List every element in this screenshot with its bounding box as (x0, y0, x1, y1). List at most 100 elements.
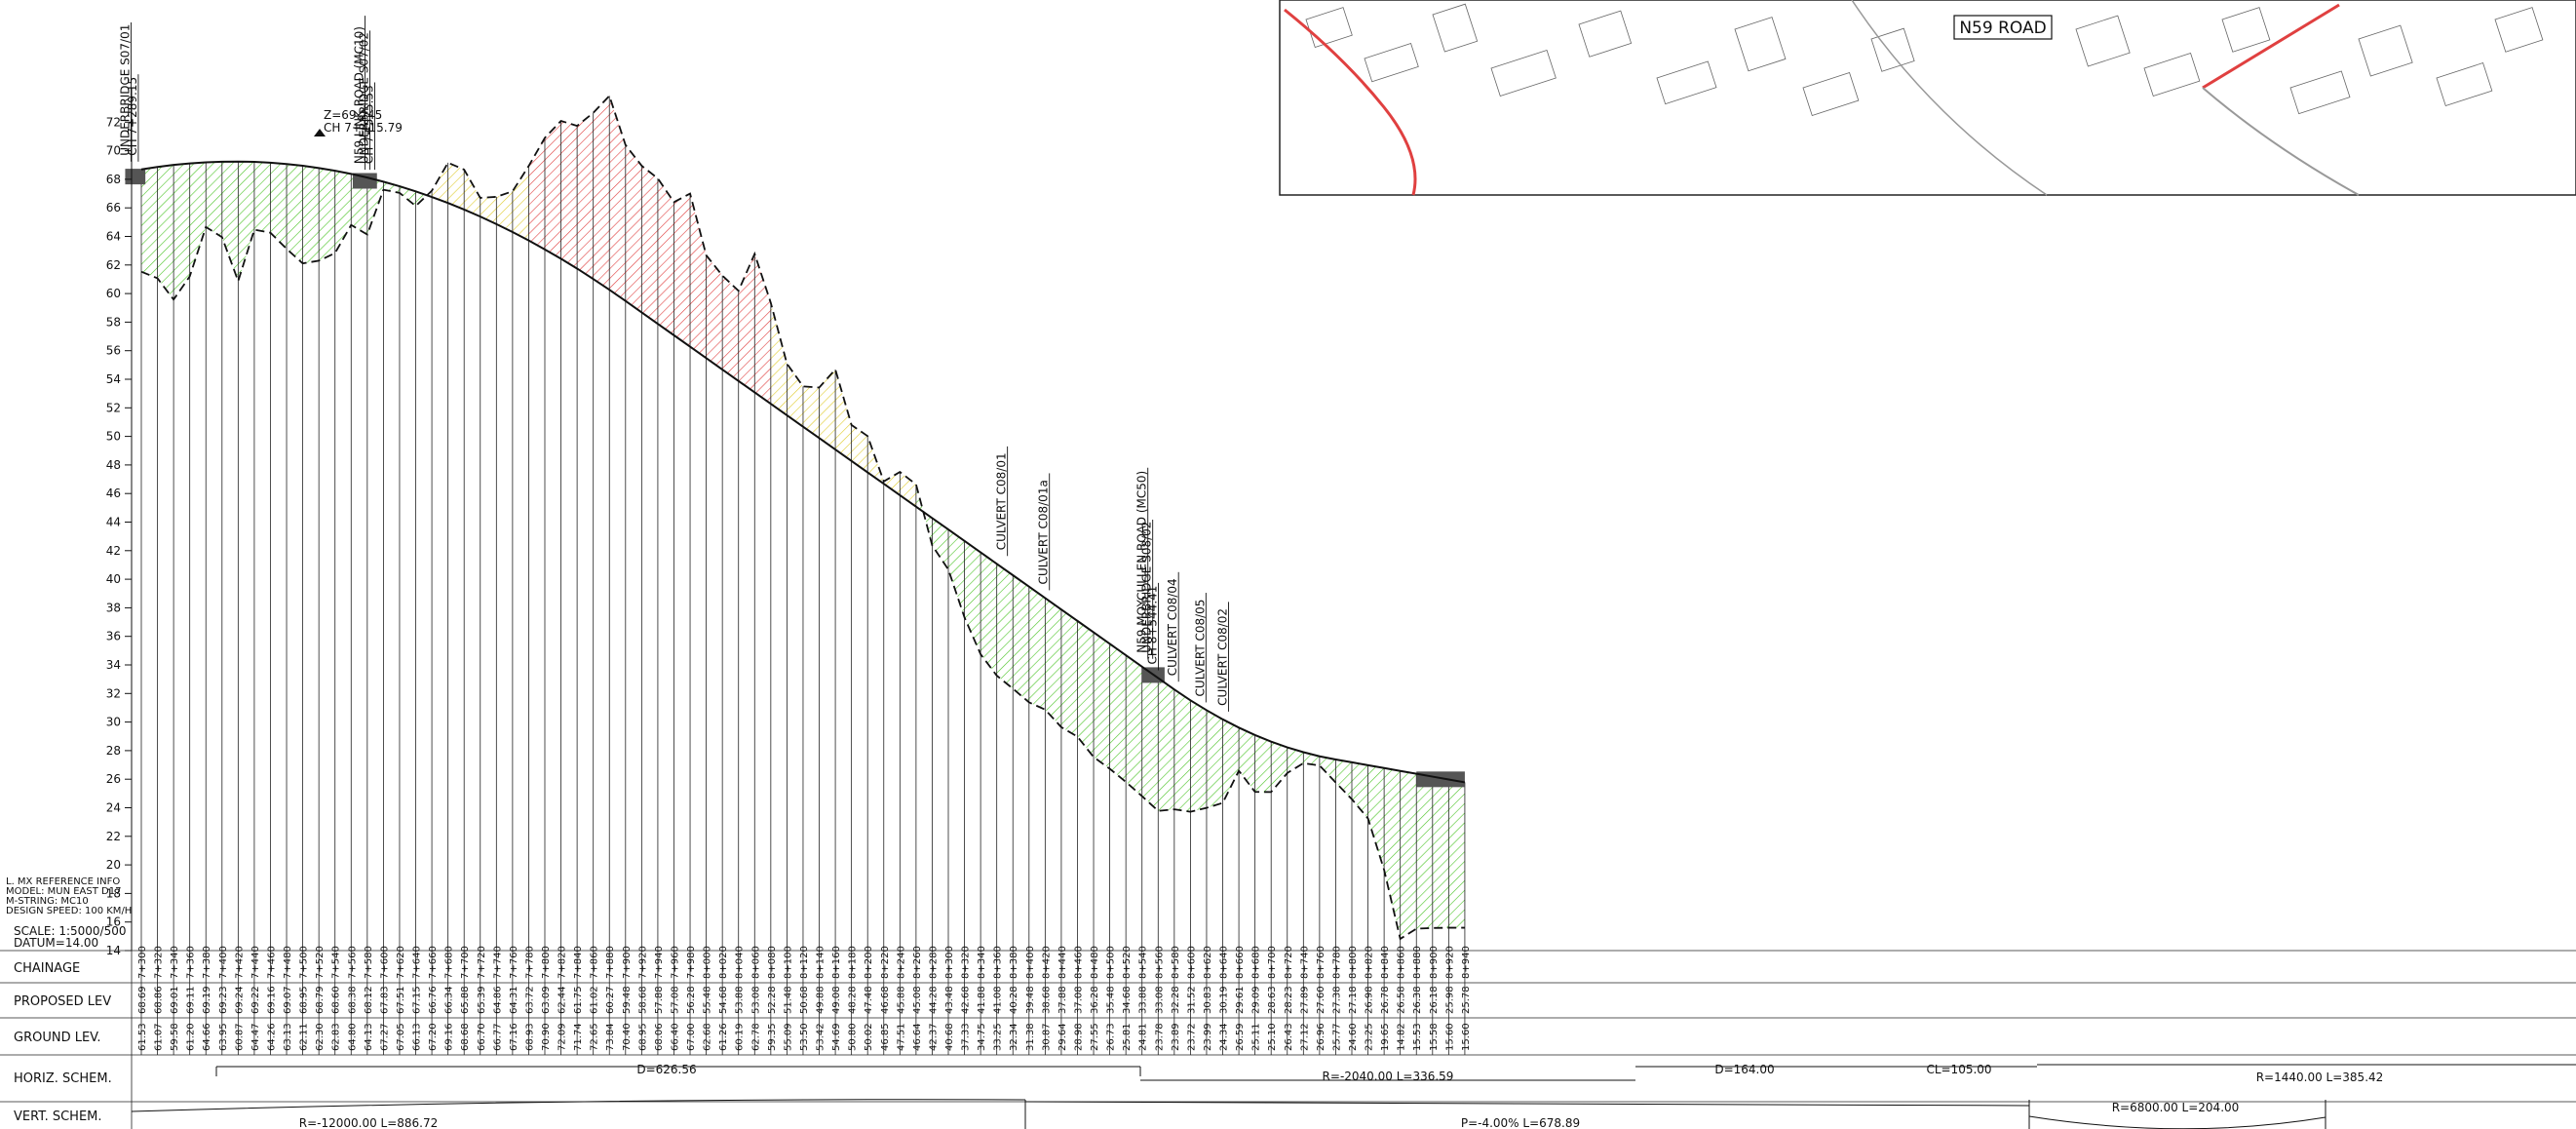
earthwork-segment (1126, 655, 1142, 797)
earthwork-segment (1206, 710, 1223, 808)
proposed-level-cell: 64.86 (492, 986, 503, 1014)
chainage-cell: 7+820 (557, 946, 568, 979)
ground-level-cell: 25.11 (1251, 1023, 1262, 1051)
chainage-cell: 8+560 (1154, 946, 1165, 979)
proposed-level-cell: 68.38 (347, 986, 358, 1014)
proposed-level-cell: 53.08 (750, 986, 761, 1014)
road-label: N59 ROAD (1959, 19, 2046, 38)
ground-level-cell: 34.75 (977, 1023, 987, 1051)
earthwork-segment (270, 162, 288, 250)
level-tick-label: 42 (106, 544, 121, 558)
ground-level-cell: 64.80 (347, 1023, 358, 1051)
proposed-level-cell: 28.63 (1267, 986, 1278, 1014)
earthwork-segment (657, 178, 674, 335)
ground-level-cell: 37.33 (961, 1023, 972, 1051)
proposed-level-cell: 53.88 (735, 986, 746, 1014)
proposed-level-cell: 27.89 (1299, 986, 1310, 1014)
proposed-level-cell: 60.27 (605, 986, 616, 1014)
level-tick-label: 62 (106, 258, 121, 272)
info-line: DESIGN SPEED: 100 KM/H (6, 906, 132, 916)
chainage-cell: 7+560 (347, 946, 358, 979)
ground-level-cell: 32.34 (1009, 1023, 1019, 1051)
earthwork-segment (464, 169, 481, 217)
earthwork-segment (206, 161, 222, 238)
earthwork-segment (1384, 767, 1401, 939)
chainage-cell: 8+040 (735, 946, 746, 979)
earthwork-segment (787, 364, 803, 427)
profile-plot: 1416182022242628303234363840424446485052… (106, 16, 1466, 957)
ground-level-cell: 24.34 (1219, 1023, 1230, 1051)
earthwork-segment (1222, 719, 1240, 803)
ground-level-cell: 62.11 (299, 1023, 310, 1051)
level-tick-label: 18 (106, 886, 121, 900)
earthwork-segment (690, 193, 707, 359)
ground-level-cell: 59.58 (170, 1023, 180, 1051)
ground-level-cell: 67.05 (396, 1023, 406, 1051)
vert-segment-label: P=-4.00% L=678.89 (1461, 1116, 1580, 1129)
datum-label: DATUM=14.00 (14, 936, 98, 950)
chainage-cell: 7+520 (315, 946, 326, 979)
chainage-cell: 8+880 (1412, 946, 1423, 979)
horiz-segment-label: D=626.56 (636, 1063, 696, 1076)
ground-level-cell: 29.64 (1057, 1023, 1068, 1051)
ground-level-cell: 67.27 (379, 1023, 390, 1051)
ground-level-cell: 62.30 (315, 1023, 326, 1051)
earthwork-segment (1109, 643, 1127, 782)
ground-level-cell: 23.89 (1171, 1023, 1181, 1051)
callout-label: CULVERT C08/01 (995, 452, 1009, 550)
ground-level-cell: 71.74 (573, 1023, 584, 1051)
ground-level-cell: 64.13 (364, 1023, 374, 1051)
proposed-level-cell: 42.68 (961, 986, 972, 1014)
proposed-level-cell: 30.19 (1219, 986, 1230, 1014)
structure-blocks (125, 169, 1465, 788)
chainage-cell: 8+720 (1284, 946, 1294, 979)
ground-level-cell: 27.55 (1090, 1023, 1100, 1051)
proposed-level-cell: 47.48 (864, 986, 874, 1014)
ground-level-cell: 63.13 (283, 1023, 293, 1051)
ground-level-cell: 26.73 (1106, 1023, 1117, 1051)
chainage-cell: 8+160 (831, 946, 842, 979)
callout-label: N59 MOYCULLEN ROAD (MC50) (1135, 471, 1149, 653)
chainage-cell: 7+880 (605, 946, 616, 979)
chainage-cell: 7+780 (524, 946, 535, 979)
ground-level-cell: 15.60 (1444, 1023, 1455, 1051)
level-tick-label: 44 (106, 516, 121, 529)
building-outline (2221, 7, 2271, 53)
chainage-cell: 8+400 (1025, 946, 1036, 979)
ground-level-cell: 55.09 (783, 1023, 793, 1051)
earthwork-segment (851, 424, 868, 473)
proposed-level-cell: 48.28 (848, 986, 859, 1014)
proposed-level-cell: 69.11 (186, 986, 197, 1014)
ground-level-cell: 73.84 (605, 1023, 616, 1051)
ground-level-cell: 53.50 (799, 1023, 810, 1051)
chainage-cell: 8+000 (703, 946, 713, 979)
proposed-level-cell: 26.78 (1380, 986, 1391, 1014)
earthwork-segment (287, 164, 303, 264)
proposed-level-cell: 68.95 (299, 986, 310, 1014)
chainage-cell: 8+520 (1122, 946, 1133, 979)
earthwork-segment (738, 253, 755, 393)
ground-level-cell: 27.12 (1299, 1023, 1310, 1051)
info-line: MODEL: MUN EAST D17 (6, 886, 121, 897)
earthwork-segment (221, 161, 239, 282)
ground-level-cell: 14.82 (1397, 1023, 1407, 1051)
chainage-cell: 8+380 (1009, 946, 1019, 979)
chainage-cell: 7+680 (444, 946, 455, 979)
level-tick-label: 30 (106, 716, 121, 729)
chainage-cell: 7+660 (428, 946, 439, 979)
ground-level-cell: 53.42 (816, 1023, 827, 1051)
proposed-level-cell: 28.23 (1284, 986, 1294, 1014)
level-tick-label: 22 (106, 830, 121, 843)
proposed-level-cell: 49.88 (816, 986, 827, 1014)
chainage-cell: 7+960 (670, 946, 680, 979)
proposed-level-cell: 65.88 (460, 986, 471, 1014)
crest-z-label: Z=69.245 (324, 108, 382, 122)
ground-level-cell: 28.98 (1073, 1023, 1084, 1051)
proposed-level-cell: 67.15 (412, 986, 423, 1014)
horiz-segment-label: R=-2040.00 L=336.59 (1323, 1070, 1454, 1083)
level-tick-label: 24 (106, 801, 121, 815)
chainage-cell: 8+920 (1444, 946, 1455, 979)
building-outline (1656, 60, 1717, 105)
proposed-level-cell: 54.68 (718, 986, 729, 1014)
chainage-cell: 8+800 (1348, 946, 1359, 979)
